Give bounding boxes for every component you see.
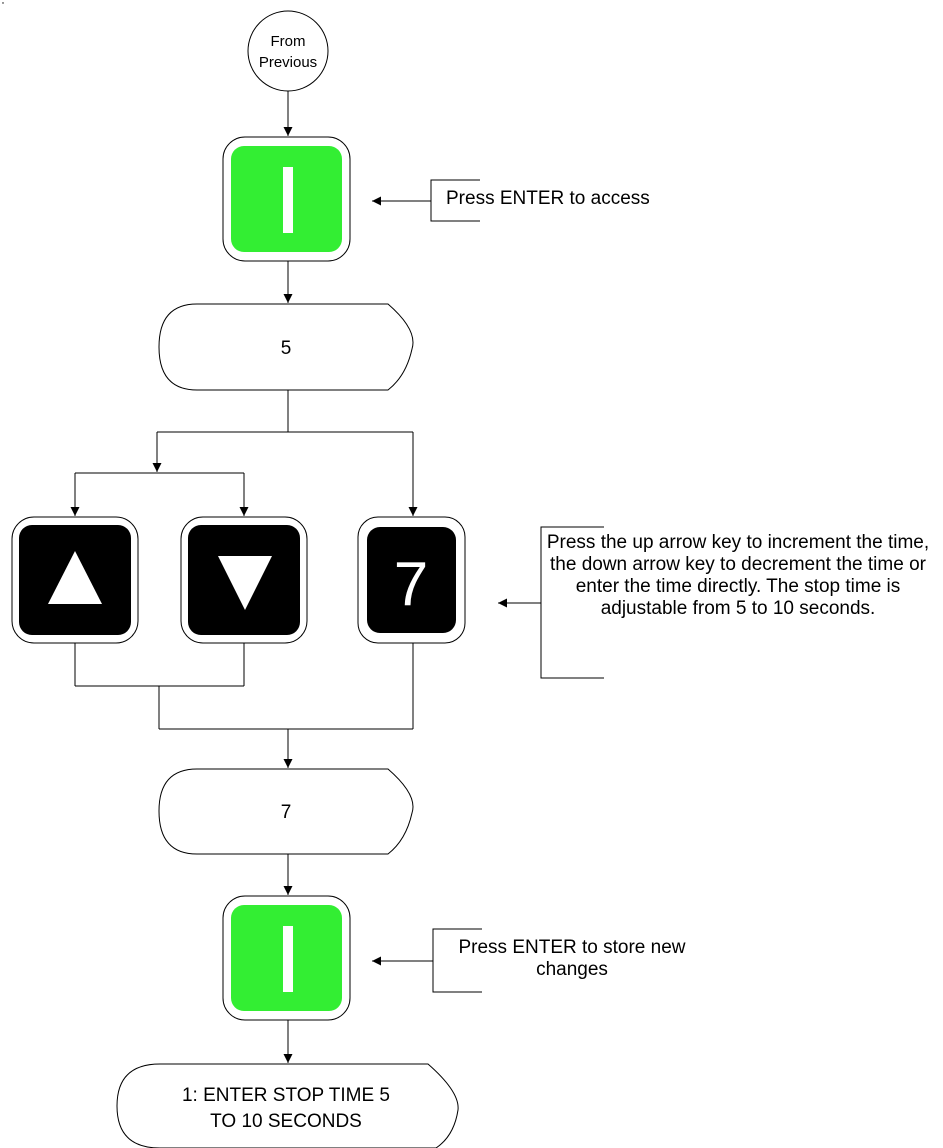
enter-key-store[interactable]: [222, 895, 351, 1021]
note-adjust-bracket: [540, 526, 604, 679]
corner-dot: [2, 2, 4, 4]
start-label-line2: Previous: [259, 54, 317, 71]
enter-bar-icon: [283, 926, 293, 992]
up-arrow-icon: [48, 551, 102, 604]
end-display: [116, 1063, 459, 1148]
note-adjust-text: Press the up arrow key to increment the …: [546, 532, 930, 619]
note-store-bracket: [432, 928, 482, 993]
digit-seven-label: 7: [394, 550, 428, 619]
note-access-text: Press ENTER to access: [446, 188, 650, 209]
end-label-line1: 1: ENTER STOP TIME 5: [182, 1085, 390, 1106]
enter-bar-icon: [283, 167, 293, 233]
display-initial: [158, 303, 414, 391]
start-label-line1: From: [271, 33, 306, 50]
display-initial-value: 5: [281, 338, 292, 359]
digit-seven-key[interactable]: 7: [357, 516, 466, 644]
down-arrow-icon: [218, 556, 272, 610]
display-new-value: 7: [281, 802, 292, 823]
display-new: [158, 768, 414, 855]
up-arrow-key[interactable]: [11, 516, 139, 644]
note-store-text: Press ENTER to store new changes: [458, 937, 686, 980]
start-connector: [247, 10, 329, 92]
note-access-bracket: [430, 179, 480, 222]
down-arrow-key[interactable]: [180, 516, 308, 644]
enter-key-access[interactable]: [222, 136, 351, 262]
end-label-line2: TO 10 SECONDS: [210, 1111, 362, 1132]
